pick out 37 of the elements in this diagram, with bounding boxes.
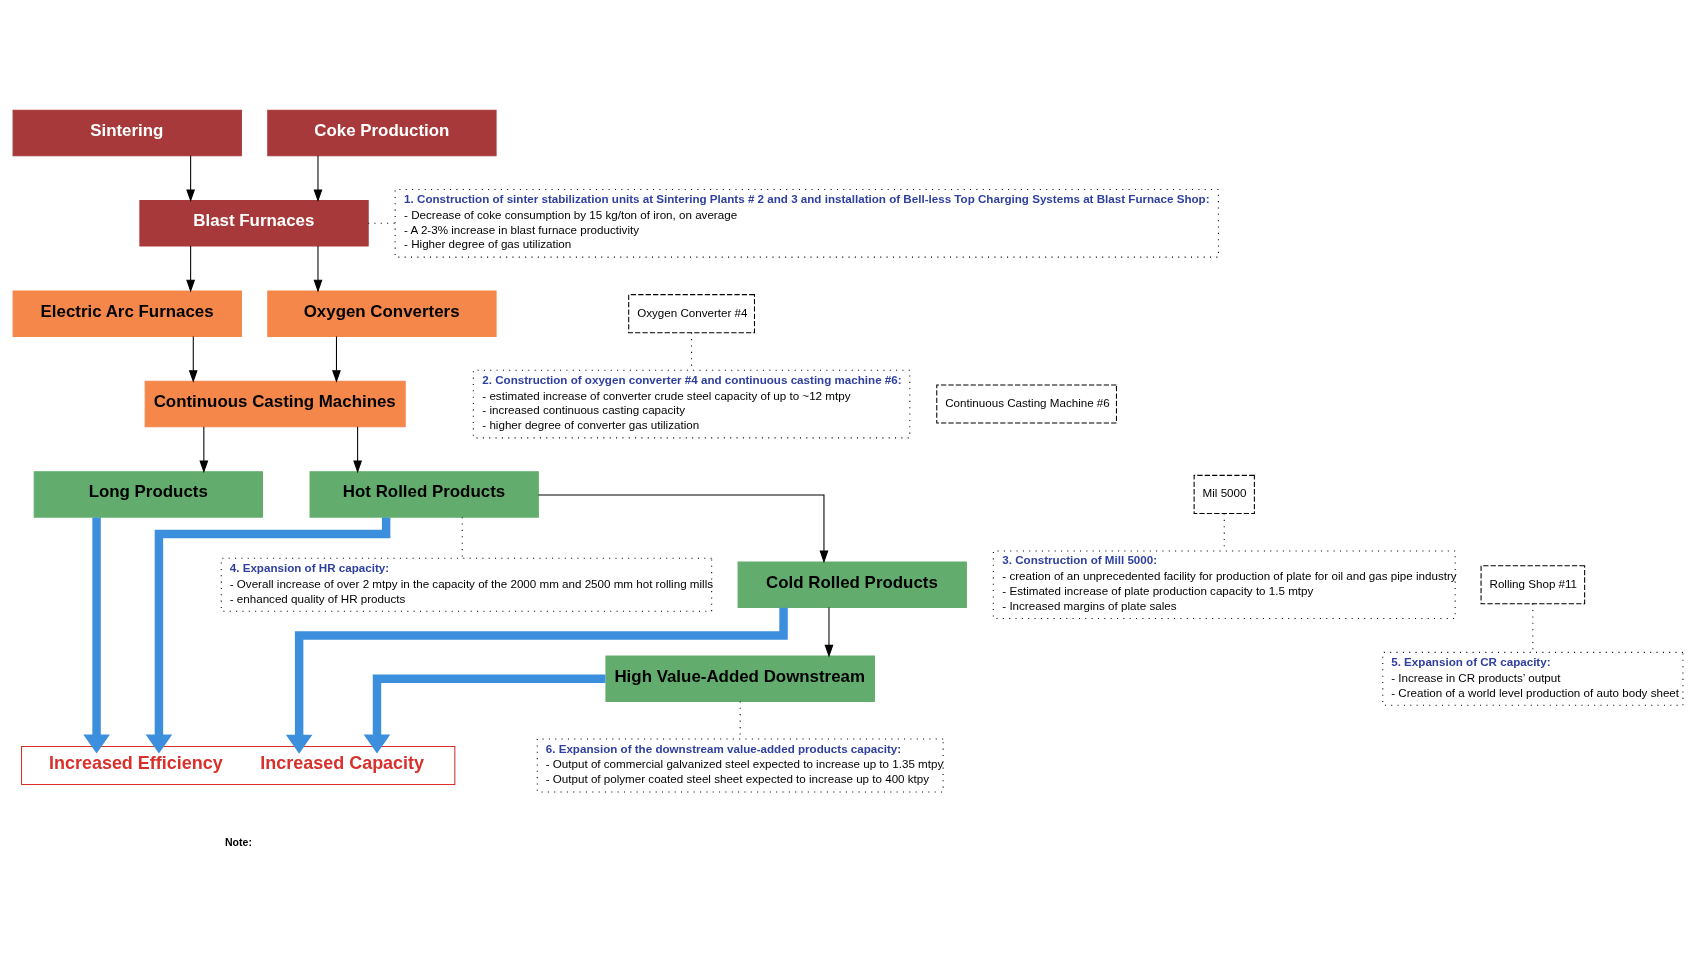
arrow	[199, 426, 209, 474]
arrow	[313, 245, 323, 293]
arrow	[145, 517, 391, 754]
node-box: Continuous Casting Machine #6	[936, 384, 1117, 424]
arrow	[824, 607, 834, 658]
arrow	[332, 335, 341, 383]
arrow	[186, 245, 196, 293]
node-box: 5. Expansion of CR capacity: - Increase in CR products’ output - Creation of a world level production of auto body sheet	[1382, 651, 1684, 706]
node-box: 1. Construction of sinter stabilization units at Sintering Plants # 2 and 3 and installation of Bell-less Top Charging Systems at Blast Furnace Shop: - Decrease of coke consumption by 15 kg/ton of iron, on average - A 2-3% increase in blast furnace productivity - Higher degree of gas utilization	[394, 188, 1219, 258]
node-box: Increased Efficiency Increased Capacity	[21, 745, 456, 786]
arrow	[363, 674, 606, 754]
connector	[367, 222, 396, 224]
node-box: Coke Production	[267, 109, 497, 157]
arrow	[313, 155, 323, 203]
node-box: 3. Construction of Mill 5000: - creation of an unprecedented facility for production of plate for oil and gas pipe industry - Estimated increase of plate production capacity to 1.5 mtpy - Increased margins of plate sales	[992, 550, 1456, 620]
node-box: Oxygen Converters	[267, 290, 497, 337]
arrow	[537, 494, 829, 564]
node-box: 6. Expansion of the downstream value-added products capacity: - Output of commercial galvanized steel expected to increase up to 1.35 mtpy - Output of polymer coated steel sheet expected to increase up to 400 ktpy	[536, 738, 944, 793]
node-box: Blast Furnaces	[139, 200, 369, 247]
node-box: Cold Rolled Products	[737, 561, 967, 608]
arrow	[83, 517, 110, 754]
node-box: Electric Arc Furnaces	[12, 290, 242, 337]
node-box: High Value-Added Downstream	[605, 655, 875, 703]
node-box: Sintering	[12, 109, 242, 157]
arrow	[188, 335, 198, 383]
node-box: 2. Construction of oxygen converter #4 and continuous casting machine #6: - estimated increase of converter crude steel capacity of up to ~12 mtpy - increased continuous casting capacity - higher degree of converter gas utilization	[472, 369, 911, 439]
arrow	[186, 155, 196, 203]
node-box: Hot Rolled Products	[309, 471, 539, 518]
arrow	[285, 607, 788, 754]
arrow	[353, 426, 363, 474]
label: Note:	[224, 836, 252, 849]
node-box: Mil 5000	[1193, 474, 1255, 514]
node-box: Continuous Casting Machines	[144, 380, 406, 428]
node-box: 4. Expansion of HR capacity: - Overall increase of over 2 mtpy in the capacity of the 2000 mm and 2500 mm hot rolling mills - enhanced quality of HR products	[220, 557, 713, 612]
node-box: Oxygen Converter #4	[628, 294, 755, 334]
node-box: Long Products	[33, 471, 264, 518]
node-box: Rolling Shop #11	[1480, 565, 1586, 605]
